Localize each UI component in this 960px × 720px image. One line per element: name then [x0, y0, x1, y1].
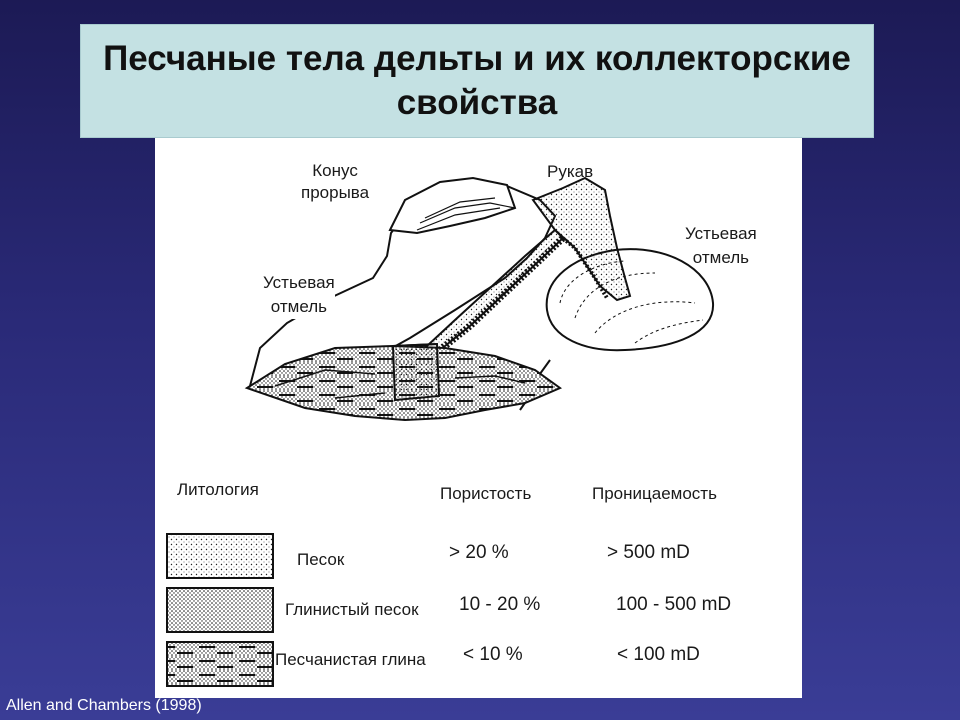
legend-row-sandy-clay-permeability: < 100 mD — [617, 644, 700, 665]
legend-header-porosity: Пористость — [440, 484, 532, 503]
label-mouth-bar-left: Устьевая отмель — [263, 271, 335, 319]
delta-diagram — [166, 176, 715, 687]
page-title: Песчаные тела дельты и их коллекторские … — [103, 39, 851, 122]
channel-block — [391, 342, 441, 402]
label-mouth-bar-right: Устьевая отмель — [685, 224, 757, 267]
title-banner: Песчаные тела дельты и их коллекторские … — [80, 24, 874, 138]
distributary-channel-upper — [531, 176, 632, 302]
citation: Allen and Chambers (1998) — [6, 697, 202, 714]
legend-row-sand-permeability: > 500 mD — [607, 542, 690, 563]
legend-header-lithology: Литология — [177, 480, 259, 499]
label-channel: Рукав — [547, 162, 594, 181]
legend-row-sandy-clay-porosity: < 10 % — [463, 644, 523, 665]
legend-row-clayey-sand-permeability: 100 - 500 mD — [616, 594, 732, 615]
figure-panel: Конус прорыва Рукав Устьевая отмель Усть… — [155, 138, 802, 698]
legend-row-clayey-sand-lithology: Глинистый песок — [285, 600, 419, 619]
legend-swatch-sand — [166, 533, 274, 579]
legend-row-sand-porosity: > 20 % — [449, 542, 509, 563]
legend-header-permeability: Проницаемость — [592, 484, 717, 503]
legend-swatch-sandy-clay — [166, 641, 274, 687]
legend-row-clayey-sand-porosity: 10 - 20 % — [459, 594, 541, 615]
legend-row-sand-lithology: Песок — [297, 550, 345, 569]
legend-row-sandy-clay-lithology: Песчанистая глина — [275, 650, 426, 670]
legend-swatch-clayey-sand — [166, 587, 274, 633]
distributary-channel-main — [392, 228, 566, 353]
crevasse-splay — [388, 176, 517, 235]
label-crevasse-splay: Конус прорыва — [301, 161, 370, 202]
